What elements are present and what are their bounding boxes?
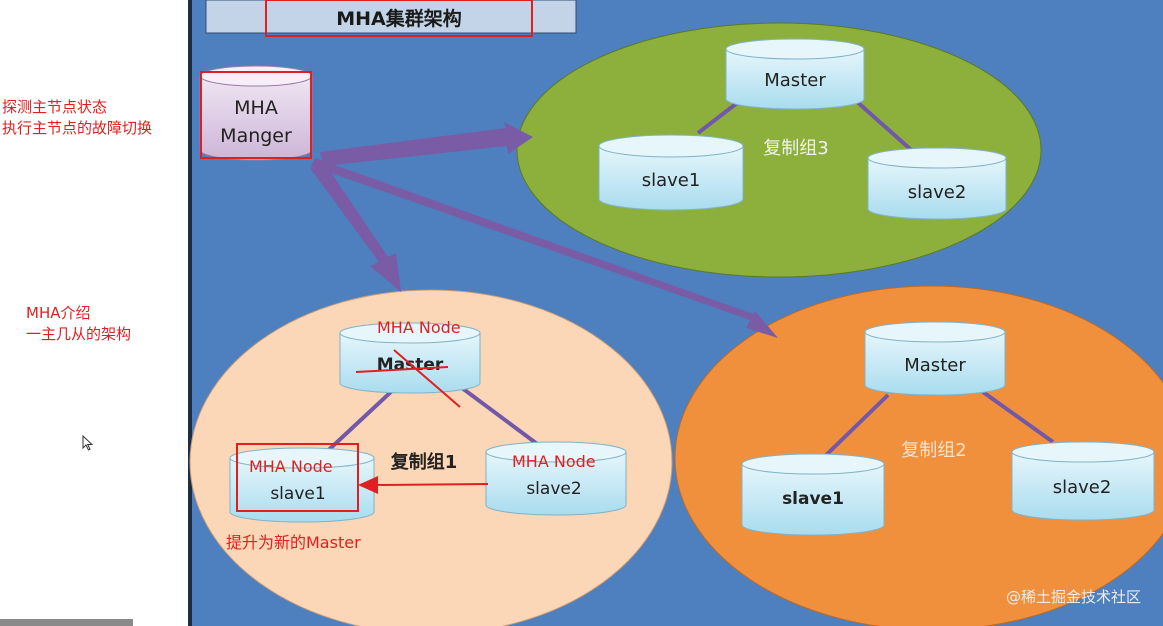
group1-slave2-db: slave2 — [485, 441, 627, 516]
bottom-scrollbar[interactable] — [0, 619, 133, 626]
annotation-node-master: MHA Node — [377, 318, 461, 337]
group3-slave1-label: slave1 — [642, 170, 701, 191]
title-bar — [205, 0, 577, 34]
group2-slave2-label: slave2 — [1053, 477, 1112, 498]
group3-master-db: Master — [725, 38, 865, 110]
promote-arrowhead — [358, 476, 378, 494]
arrow-to-group3 — [320, 122, 533, 166]
manager-highlight-box — [200, 71, 312, 159]
group1-ellipse — [189, 289, 673, 626]
group2-master-label: Master — [904, 355, 966, 376]
slide-title: MHA集群架构 — [336, 7, 462, 30]
manager-arrows — [310, 122, 778, 338]
arrow-to-group2 — [311, 158, 778, 338]
annotation-node-slave2: MHA Node — [512, 452, 596, 471]
side-notes-intro: MHA介绍 一主几从的架构 — [26, 303, 131, 345]
note-intro-title: MHA介绍 — [26, 304, 91, 322]
slide-left-edge — [188, 0, 192, 626]
group1-label: 复制组1 — [390, 451, 458, 473]
group3-slave1-db: slave1 — [598, 134, 744, 211]
group2-ellipse — [674, 285, 1163, 626]
annotation-node-slave1: MHA Node — [249, 457, 333, 476]
master-strike-line — [355, 366, 449, 373]
watermark: @稀土掘金技术社区 — [1006, 588, 1141, 606]
master-cross-line — [393, 349, 461, 408]
group3-slave2-db: slave2 — [867, 147, 1007, 220]
group2-slave1-db: slave1 — [741, 453, 885, 536]
note-intro-desc: 一主几从的架构 — [26, 325, 132, 343]
group1-slave1-db: slave1 — [229, 447, 375, 523]
mha-manager-node: MHA Manger — [199, 65, 313, 161]
replication-lines — [318, 98, 1055, 462]
group2-slave2-db: slave2 — [1011, 441, 1155, 521]
group3-label: 复制组3 — [763, 138, 828, 159]
side-notes-failover: 探测主节点状态 执行主节点的故障切换 — [2, 97, 152, 139]
group3-master-label: Master — [764, 70, 826, 91]
mha-diagram: MHA集群架构 MHA Manger — [188, 0, 1163, 626]
annotation-promote-new-master: 提升为新的Master — [226, 533, 361, 552]
manager-label-line1: MHA — [234, 97, 278, 119]
new-master-highlight-box — [236, 443, 359, 512]
group1-slave1-label: slave1 — [270, 484, 325, 504]
promote-arrow-line — [373, 483, 489, 486]
group1-slave2-label: slave2 — [526, 479, 581, 499]
manager-label-line2: Manger — [220, 125, 292, 147]
architecture-slide: MHA集群架构 MHA Manger — [188, 0, 1163, 626]
note-failover: 执行主节点的故障切换 — [2, 119, 153, 137]
mouse-cursor-icon — [82, 435, 94, 451]
title-highlight-box — [265, 0, 533, 37]
group3-slave2-label: slave2 — [908, 182, 967, 203]
group2-slave1-label: slave1 — [782, 489, 844, 509]
group2-label: 复制组2 — [901, 440, 966, 461]
failover-annotations: MHA Node MHA Node MHA Node 提升为新的Master — [226, 318, 596, 552]
note-detect-master-state: 探测主节点状态 — [2, 98, 108, 116]
group2-master-db: Master — [864, 321, 1006, 396]
arrow-to-group1 — [310, 162, 401, 292]
